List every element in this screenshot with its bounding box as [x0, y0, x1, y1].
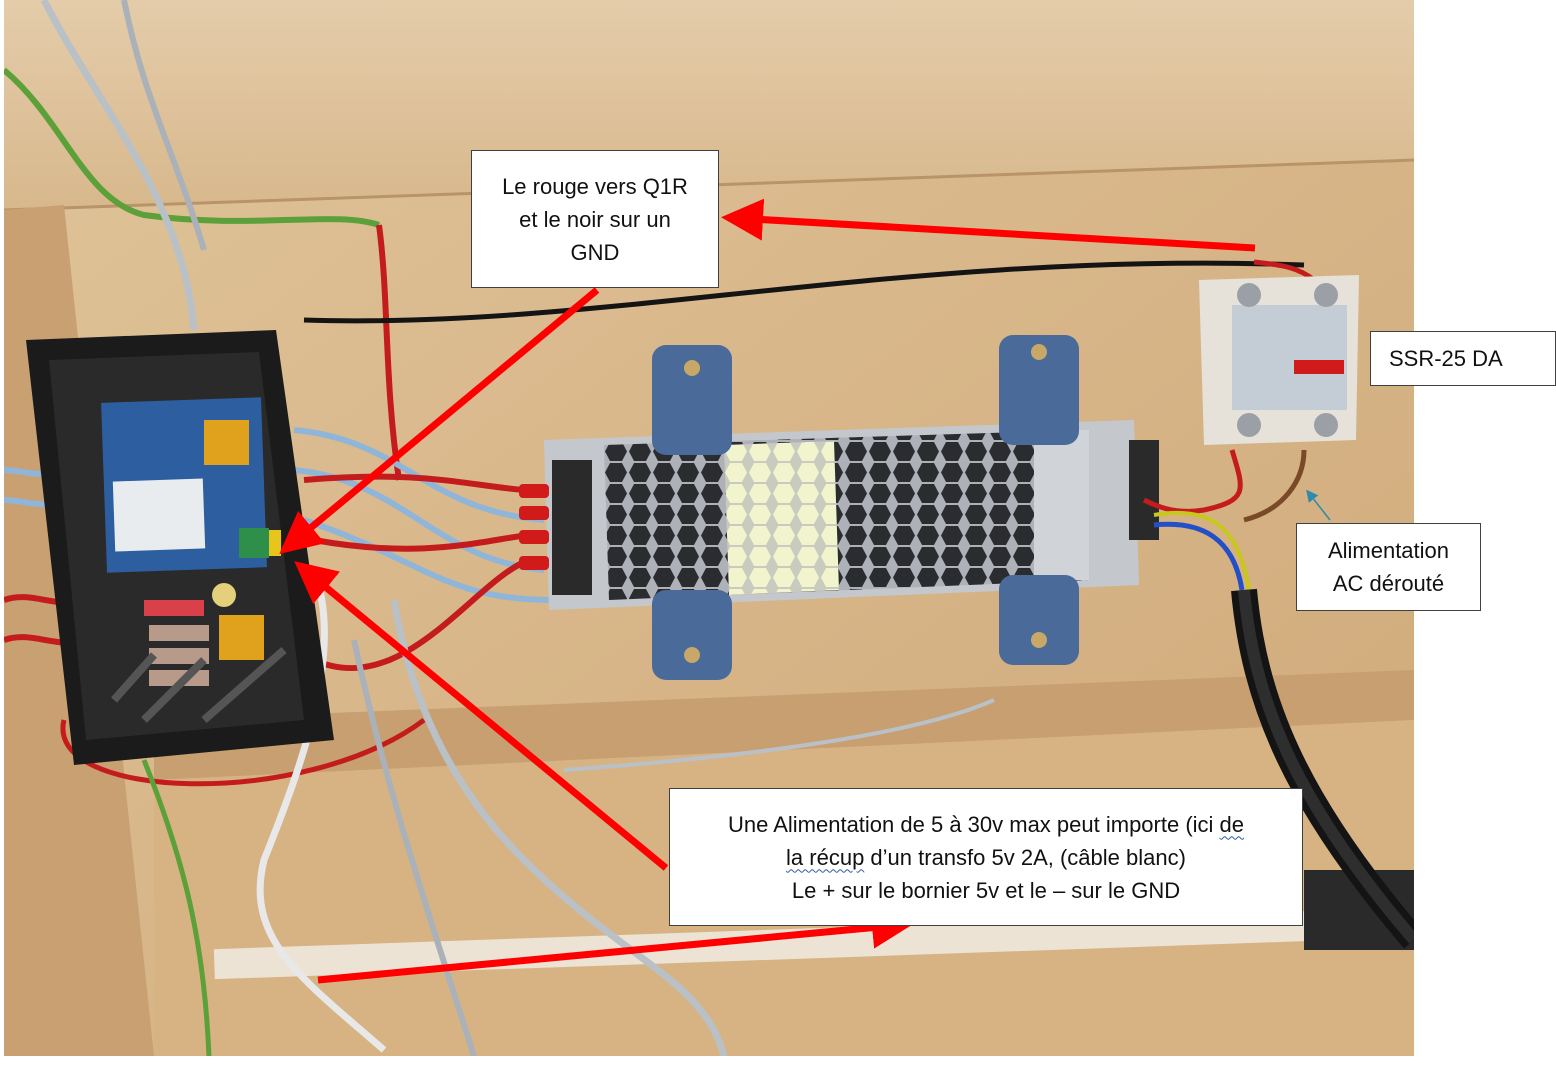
callout-ssr: SSR-25 DA	[1370, 331, 1556, 386]
callout-ac: Alimentation AC dérouté	[1296, 523, 1481, 611]
red-arrow-icon	[279, 287, 600, 554]
callout-power-line-3: Le + sur le bornier 5v et le – sur le GN…	[791, 877, 1181, 903]
callout-power-supply: Une Alimentation de 5 à 30v max peut imp…	[669, 788, 1303, 926]
callout-power-line-2: la récup d’un transfo 5v 2A, (câble blan…	[786, 844, 1186, 870]
callout-power-line-1: Une Alimentation de 5 à 30v max peut imp…	[727, 811, 1245, 837]
wood-top-panel	[4, 0, 1414, 210]
callout-q1r-line-2: et le noir sur un	[519, 206, 671, 232]
callout-q1r-line-3: GND	[570, 239, 620, 265]
red-arrow-icon	[317, 906, 914, 984]
controller-enclosure	[26, 330, 334, 765]
power-supply-unit	[544, 420, 1159, 610]
teal-arrow-icon	[1306, 489, 1331, 521]
callout-ssr-line-1: SSR-25 DA	[1389, 346, 1503, 371]
mounting-bracket-right	[999, 335, 1079, 665]
wood-shelf	[154, 670, 1414, 780]
mounting-bracket-left	[652, 345, 732, 680]
callout-q1r-line-1: Le rouge vers Q1R	[502, 173, 688, 199]
ssr-relay	[1199, 275, 1359, 445]
red-arrow-icon	[721, 198, 1256, 252]
callout-q1r: Le rouge vers Q1R et le noir sur un GND	[471, 150, 719, 288]
callout-ac-line-1: Alimentation	[1327, 538, 1450, 563]
red-arrow-icon	[294, 561, 669, 871]
callout-ac-line-2: AC dérouté	[1332, 571, 1445, 596]
